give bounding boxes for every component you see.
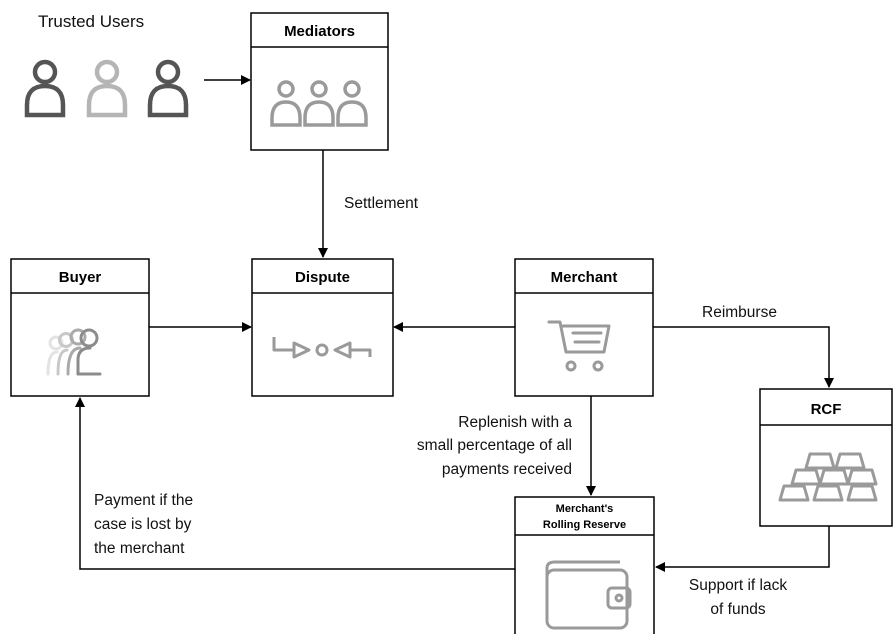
dispute-title: Dispute	[295, 269, 350, 286]
reimburse-label: Reimburse	[702, 304, 777, 321]
svg-text:Support if lack: Support if lack	[689, 577, 787, 594]
shopping-cart-icon	[547, 320, 611, 372]
reserve-title-line2: Rolling Reserve	[543, 519, 626, 531]
dispute-exchange-icon	[272, 337, 372, 359]
merchant-title: Merchant	[551, 269, 618, 286]
replenish-label: Replenish with a small percentage of all…	[417, 414, 572, 478]
svg-text:Payment if the: Payment if the	[94, 492, 193, 509]
payment-lost-label: Payment if the case is lost by the merch…	[94, 492, 193, 557]
settlement-label: Settlement	[344, 195, 419, 212]
buyer-people-icon	[46, 328, 102, 376]
dispute-node[interactable]: Dispute	[251, 258, 394, 397]
svg-text:the merchant: the merchant	[94, 540, 185, 557]
wallet-icon	[545, 560, 632, 630]
merchant-node[interactable]: Merchant	[514, 258, 654, 397]
svg-text:of funds: of funds	[710, 601, 765, 618]
mediators-node[interactable]: Mediators	[250, 12, 389, 151]
trusted-users-label: Trusted Users	[38, 12, 144, 31]
buyer-title: Buyer	[59, 269, 102, 286]
svg-text:payments received: payments received	[442, 461, 572, 478]
rcf-node[interactable]: RCF	[759, 388, 893, 527]
buyer-node[interactable]: Buyer	[10, 258, 150, 397]
reserve-node[interactable]: Merchant's Rolling Reserve	[514, 496, 655, 634]
gold-bars-icon	[778, 452, 878, 502]
svg-text:case is lost by: case is lost by	[94, 516, 192, 533]
svg-text:Replenish with a: Replenish with a	[458, 414, 572, 431]
support-label: Support if lack of funds	[689, 577, 787, 618]
rcf-title: RCF	[811, 401, 842, 418]
mediators-title: Mediators	[284, 23, 355, 40]
arrow-merchant-to-rcf	[653, 326, 834, 388]
trusted-users-icon	[24, 59, 189, 118]
arrow-reserve-to-buyer	[75, 397, 515, 570]
users-group-icon	[270, 80, 368, 127]
reserve-title-line1: Merchant's	[556, 503, 614, 515]
svg-text:small percentage of all: small percentage of all	[417, 437, 572, 454]
arrow-rcf-to-reserve	[655, 526, 830, 572]
